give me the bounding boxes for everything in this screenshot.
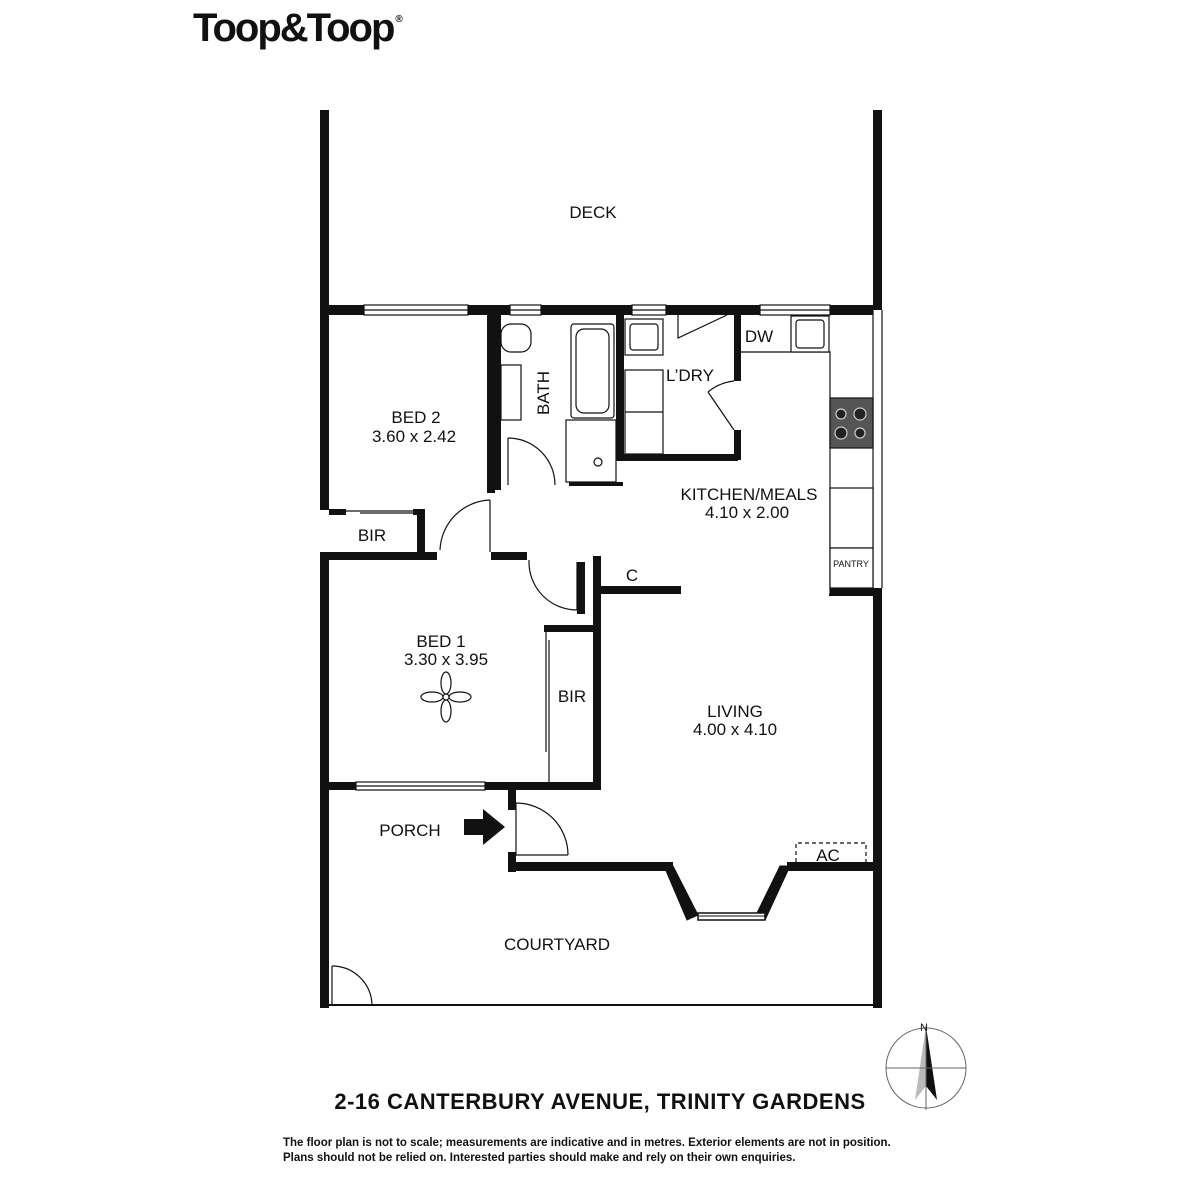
walls <box>320 110 882 1008</box>
porch-label: PORCH <box>379 821 440 840</box>
compass-icon <box>885 1026 967 1110</box>
robe-doors <box>346 510 550 782</box>
bed2-label: BED 2 <box>391 408 440 427</box>
disclaimer-line-1: The floor plan is not to scale; measurem… <box>283 1137 891 1149</box>
registered-mark: ® <box>395 14 403 25</box>
disclaimer-line-2: Plans should not be relied on. Intereste… <box>283 1152 796 1164</box>
kitchen-fixtures <box>741 315 874 596</box>
doors <box>439 314 735 856</box>
brand-logo: Toop&Toop® <box>193 6 403 51</box>
laundry-label: L’DRY <box>666 366 714 385</box>
kitchen-size: 4.10 x 2.00 <box>705 503 789 522</box>
windows <box>355 304 883 791</box>
living-size: 4.00 x 4.10 <box>693 720 777 739</box>
room-labels: DECK BED 2 3.60 x 2.42 BATH L’DRY DW KIT… <box>358 203 928 1034</box>
deck-label: DECK <box>569 203 617 222</box>
bay-window <box>663 865 791 921</box>
cupboard-label: C <box>626 566 638 585</box>
bath-fixtures <box>500 323 617 483</box>
bed2-size: 3.60 x 2.42 <box>372 427 456 446</box>
ac-unit <box>795 842 867 862</box>
brand-name: Toop&Toop <box>193 6 395 50</box>
entry-arrow-icon <box>464 809 505 845</box>
bath-label: BATH <box>534 371 553 415</box>
ceiling-fan-icon <box>420 671 472 723</box>
ac-label: AC <box>816 846 840 865</box>
living-label: LIVING <box>707 702 763 721</box>
compass-north-label: N <box>920 1022 928 1034</box>
courtyard-label: COURTYARD <box>504 935 610 954</box>
pantry-label: PANTRY <box>833 559 869 569</box>
bed1-label: BED 1 <box>416 632 465 651</box>
property-address: 2-16 CANTERBURY AVENUE, TRINITY GARDENS <box>334 1089 866 1114</box>
bir-bed1-label: BIR <box>558 687 586 706</box>
courtyard-fence <box>329 965 873 1006</box>
bed1-size: 3.30 x 3.95 <box>404 650 488 669</box>
disclaimer: The floor plan is not to scale; measurem… <box>283 1136 943 1166</box>
kitchen-label: KITCHEN/MEALS <box>681 485 818 504</box>
dw-label: DW <box>745 327 773 346</box>
bir-bed2-label: BIR <box>358 526 386 545</box>
laundry-fixtures <box>624 318 664 455</box>
